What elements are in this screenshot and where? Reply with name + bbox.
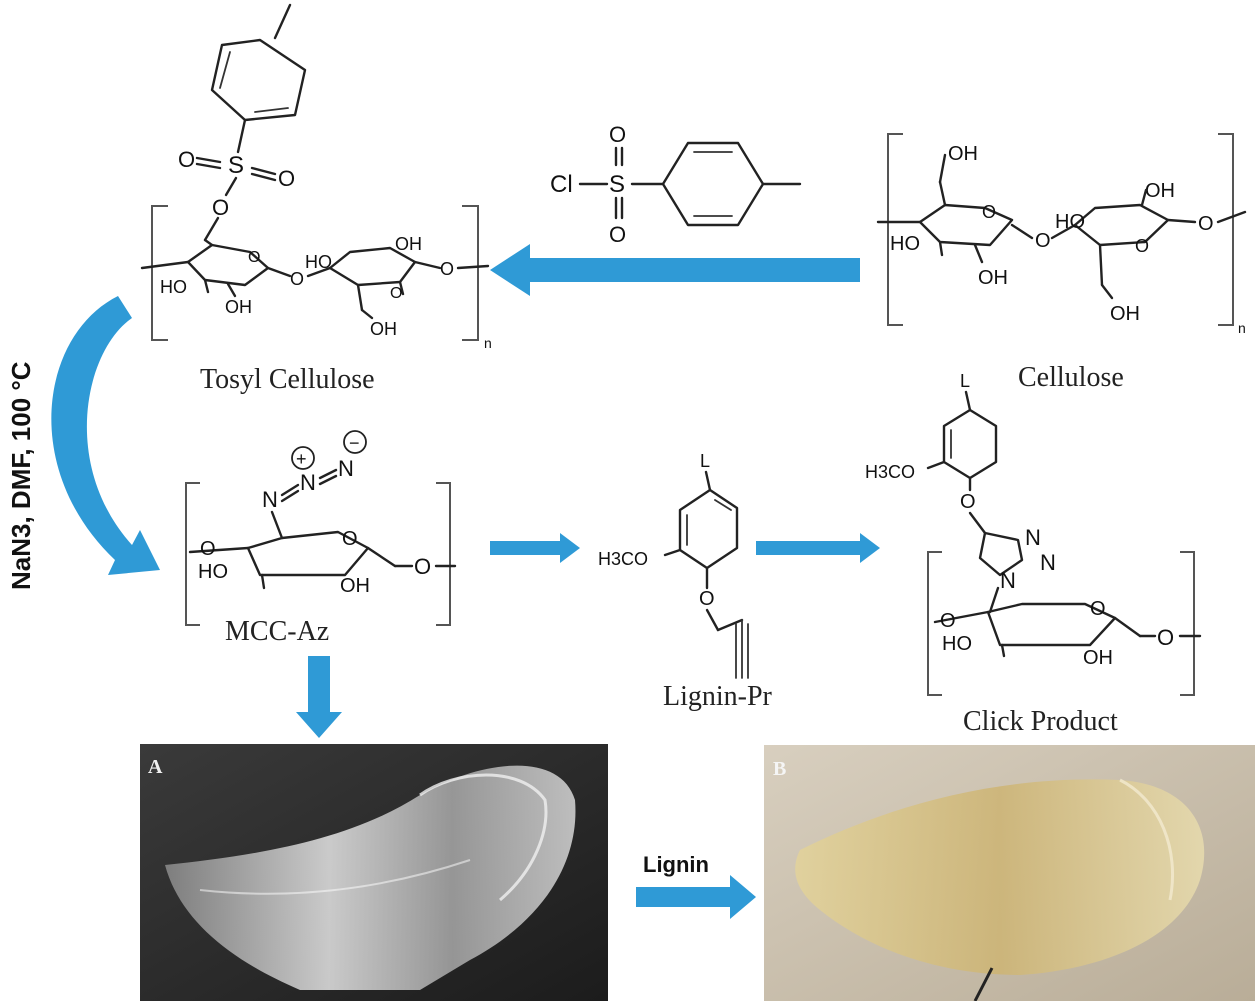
- triazole-ring: [978, 531, 1024, 577]
- hydroxyl-label: OH: [978, 267, 1008, 289]
- minus-charge-circle: [343, 430, 367, 454]
- lignin-arrow-label: Lignin: [643, 852, 709, 877]
- ring-oxygen: O: [1090, 598, 1106, 620]
- oxygen-atom: O: [178, 147, 195, 172]
- tosylation-arrow: [490, 244, 860, 296]
- ether-oxygen: O: [960, 491, 976, 513]
- left-bracket: [927, 551, 942, 696]
- glycosidic-oxygen: O: [290, 269, 304, 289]
- hydroxyl-label: HO: [890, 233, 920, 255]
- l-substituent: L: [960, 371, 970, 391]
- azidation-curved-arrow: [51, 296, 160, 575]
- photo-b-lignin-film: B: [764, 745, 1255, 1001]
- bridge-oxygen: O: [440, 259, 454, 279]
- arrow-lignin-to-click: [756, 533, 880, 563]
- methoxy-label: H3CO: [865, 462, 915, 482]
- photo-a-letter: A: [148, 756, 163, 778]
- cellulose-structure: n OH O HO OH O HO OH O OH O: [876, 133, 1247, 336]
- oxygen-atom: O: [609, 222, 626, 247]
- nitrogen-atom: N: [1040, 550, 1056, 575]
- bridge-oxygen: O: [1198, 213, 1214, 235]
- tosyl-benzene-ring: [210, 38, 307, 122]
- photo-b-letter: B: [773, 758, 786, 780]
- hydroxyl-label: HO: [160, 277, 187, 297]
- tosyl-chloride-reagent: Cl S O O: [550, 122, 802, 247]
- chlorine-atom: Cl: [550, 171, 573, 198]
- nitrogen-atom: N: [262, 487, 278, 512]
- nitrogen-atom: N: [1000, 568, 1016, 593]
- ring-oxygen: O: [390, 285, 402, 302]
- hydroxyl-label: HO: [1055, 211, 1085, 233]
- oxygen-atom: O: [278, 166, 295, 191]
- glycosidic-oxygen: O: [1035, 230, 1051, 252]
- oxygen-atom: O: [212, 195, 229, 220]
- hydroxyl-label: OH: [225, 297, 252, 317]
- repeat-n: n: [1238, 320, 1246, 336]
- film-b-sheet: [795, 779, 1205, 975]
- ring-oxygen: O: [1135, 236, 1149, 256]
- methoxy-label: H3CO: [598, 549, 648, 569]
- right-bracket: [436, 482, 451, 626]
- bridge-oxygen: O: [1157, 625, 1174, 650]
- bridge-oxygen: O: [414, 554, 431, 579]
- hydroxyl-label: OH: [395, 234, 422, 254]
- sulfur-atom: S: [228, 152, 244, 179]
- mcc-az-structure: + − N N N O O HO OH O: [185, 430, 457, 626]
- cellulose-label: Cellulose: [1018, 362, 1124, 393]
- bridge-oxygen: O: [940, 610, 956, 632]
- click-product-structure: L H3CO O N N N O O HO OH O: [865, 371, 1202, 696]
- right-bracket: [1180, 551, 1195, 696]
- glucose-ring-2: [1073, 203, 1170, 247]
- arrow-mcc-to-lignin: [490, 533, 580, 563]
- right-bracket: [462, 205, 479, 341]
- reaction-conditions-label: NaN3, DMF, 100 °C: [6, 361, 36, 590]
- left-bracket: [151, 205, 168, 341]
- hydroxyl-label: OH: [370, 319, 397, 339]
- hydroxyl-label: OH: [1145, 180, 1175, 202]
- hydroxyl-label: HO: [305, 252, 332, 272]
- ring-oxygen: O: [342, 528, 358, 550]
- hydroxyl-label: HO: [942, 633, 972, 655]
- tosyl-cellulose-structure: S O O O n O HO OH O HO OH O OH: [140, 3, 492, 351]
- arrow-to-film-a: [296, 656, 342, 738]
- tosyl-cellulose-label: Tosyl Cellulose: [200, 364, 375, 395]
- hydroxyl-label: OH: [1110, 303, 1140, 325]
- right-bracket: [1218, 133, 1234, 326]
- minus-charge: −: [349, 433, 360, 453]
- mcc-az-label: MCC-Az: [225, 616, 329, 647]
- lignin-arrow: [636, 875, 756, 919]
- bridge-oxygen: O: [200, 538, 216, 560]
- repeat-n: n: [484, 335, 492, 351]
- hydroxyl-label: HO: [198, 561, 228, 583]
- nitrogen-atom: N: [300, 470, 316, 495]
- lignin-pr-label: Lignin-Pr: [663, 681, 773, 712]
- nitrogen-atom: N: [338, 456, 354, 481]
- l-substituent: L: [700, 451, 710, 471]
- tosyl-chloride-ring: [661, 141, 765, 227]
- plus-charge-circle: [291, 446, 315, 470]
- film-a-sheet: [165, 765, 576, 990]
- hydroxyl-label: OH: [948, 143, 978, 165]
- sulfur-atom: S: [609, 171, 625, 198]
- left-bracket: [185, 482, 200, 626]
- ether-oxygen: O: [699, 588, 715, 610]
- ring-oxygen: O: [982, 202, 996, 222]
- left-bracket: [887, 133, 903, 326]
- ring-oxygen: O: [248, 249, 260, 266]
- plus-charge: +: [296, 449, 307, 469]
- oxygen-atom: O: [609, 122, 626, 147]
- glucose-ring-1: [918, 203, 1014, 247]
- lignin-pr-structure: L H3CO O: [598, 451, 749, 679]
- hydroxyl-label: OH: [340, 575, 370, 597]
- photo-a-transparent-film: A: [140, 744, 608, 1001]
- click-product-label: Click Product: [963, 706, 1118, 737]
- hydroxyl-label: OH: [1083, 647, 1113, 669]
- lignin-benzene-ring: [678, 488, 739, 570]
- nitrogen-atom: N: [1025, 525, 1041, 550]
